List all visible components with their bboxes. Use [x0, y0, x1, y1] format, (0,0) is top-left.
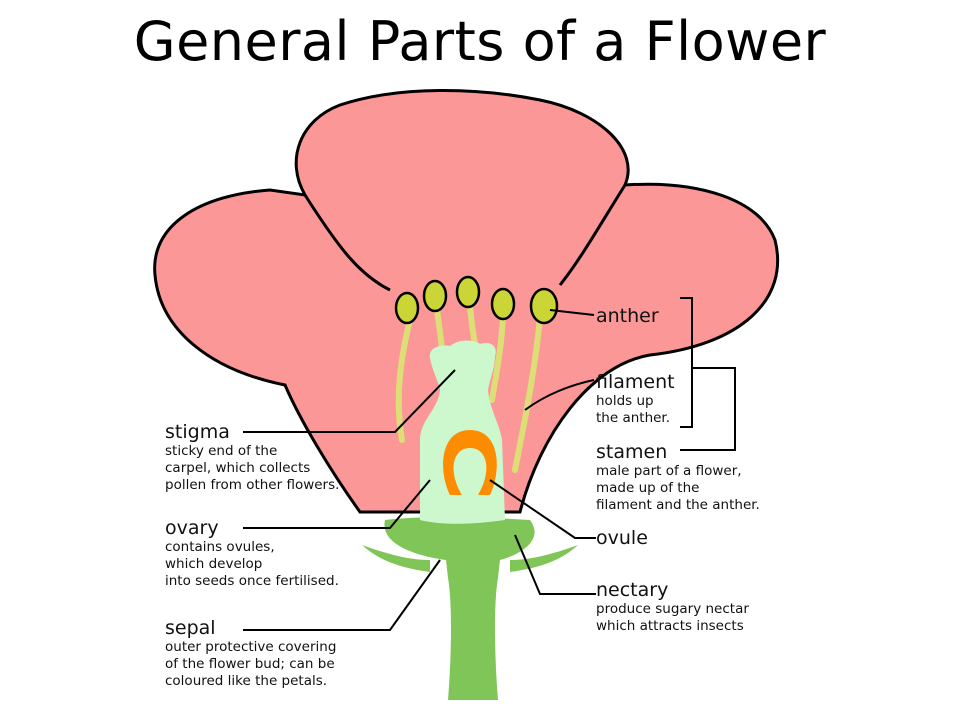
- anther-name: anther: [596, 305, 659, 327]
- stem: [384, 517, 535, 700]
- stamen-desc: male part of a flower, made up of the fi…: [596, 463, 760, 513]
- ovule-name: ovule: [596, 527, 648, 549]
- filament-5: [512, 315, 543, 473]
- label-anther: anther: [596, 305, 659, 327]
- leader-nectary: [514, 534, 596, 595]
- leader-ovary: [243, 479, 431, 529]
- anther-4: [490, 287, 516, 321]
- petal-fold-left: [303, 194, 391, 292]
- anther-5: [529, 287, 559, 325]
- leader-sepal: [243, 559, 441, 631]
- diagram-title: General Parts of a Flower: [133, 10, 827, 73]
- stamen-name: stamen: [596, 441, 668, 463]
- bracket-anther-filament: [680, 297, 693, 428]
- leader-stigma: [243, 369, 456, 433]
- ovule-core: [457, 455, 483, 492]
- bracket-stamen: [680, 367, 736, 451]
- stigma-name: stigma: [165, 421, 230, 443]
- label-stamen: stamen male part of a flower, made up of…: [596, 441, 760, 514]
- filament-desc: holds up the anther.: [596, 393, 671, 426]
- ovary-name: ovary: [165, 517, 219, 539]
- anther-1: [394, 291, 420, 325]
- petal-fold-right: [558, 184, 627, 286]
- leader-anther: [549, 309, 595, 316]
- leader-lines: [243, 297, 736, 631]
- label-filament: filament holds up the anther.: [596, 371, 675, 427]
- filament-4: [489, 312, 506, 403]
- ovule: [443, 430, 497, 495]
- label-nectary: nectary produce sugary nectar which attr…: [596, 579, 749, 635]
- ovary-desc: contains ovules, which develop into seed…: [165, 539, 339, 589]
- filament-name: filament: [596, 371, 675, 393]
- anther-2: [422, 279, 448, 313]
- sepal-desc: outer protective covering of the flower …: [165, 639, 337, 689]
- sepal-left: [362, 545, 430, 572]
- label-ovule: ovule: [596, 527, 648, 549]
- sepal-name: sepal: [165, 617, 216, 639]
- label-sepal: sepal outer protective covering of the f…: [165, 617, 336, 690]
- leader-filament: [524, 379, 595, 411]
- anther-3: [455, 275, 481, 309]
- label-ovary: ovary contains ovules, which develop int…: [165, 517, 339, 590]
- nectary-desc: produce sugary nectar which attracts ins…: [596, 601, 749, 634]
- anthers: [394, 275, 559, 325]
- label-stigma: stigma sticky end of the carpel, which c…: [165, 421, 339, 494]
- nectary-name: nectary: [596, 579, 669, 601]
- leader-ovule: [489, 479, 596, 539]
- stigma-desc: sticky end of the carpel, which collects…: [165, 443, 340, 493]
